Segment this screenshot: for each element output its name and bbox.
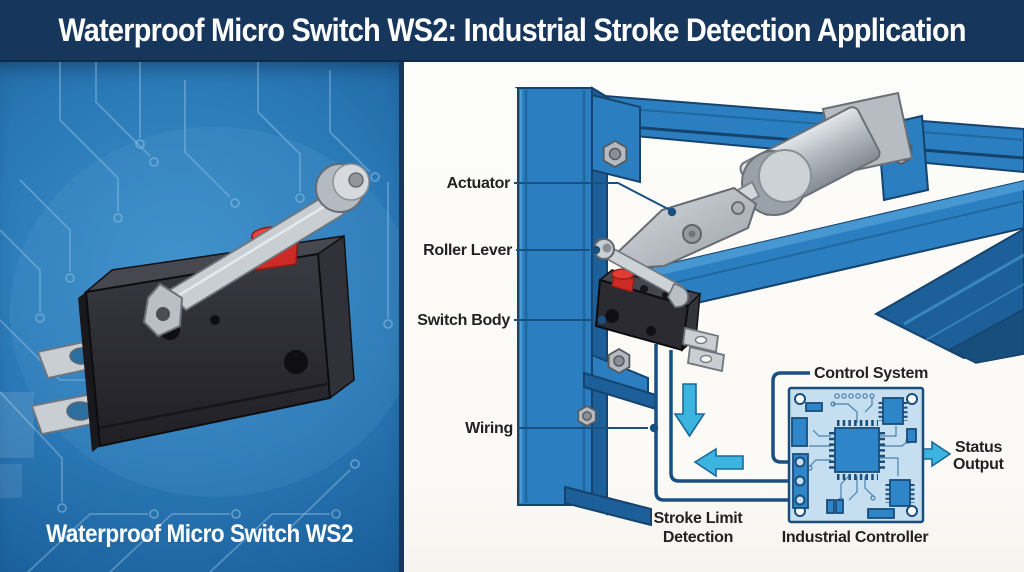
roller-lever-arm xyxy=(142,163,370,338)
label-status-output-1: Status xyxy=(955,439,1003,456)
roller-wheel xyxy=(315,163,370,213)
limit-switch xyxy=(593,238,725,373)
label-control-system: Control System xyxy=(814,365,928,382)
title-bar: Waterproof Micro Switch WS2: Industrial … xyxy=(0,0,1024,62)
board-hole xyxy=(906,393,918,405)
column-base xyxy=(564,485,652,527)
label-industrial-controller: Industrial Controller xyxy=(782,529,929,546)
switch-roller-lever xyxy=(593,238,689,308)
label-stroke-limit-2: Detection xyxy=(663,529,733,546)
flow-arrows xyxy=(673,383,952,478)
application-panel: Actuator Roller Lever Switch Body Wiring… xyxy=(404,62,1024,572)
switch-body-box xyxy=(594,278,690,352)
label-status-output-2: Output xyxy=(953,456,1005,473)
hex-nut xyxy=(577,405,597,427)
product-caption: Waterproof Micro Switch WS2 xyxy=(45,520,354,548)
switch-wiring xyxy=(654,344,810,502)
panel-divider xyxy=(399,62,404,572)
mounting-hole xyxy=(284,350,308,374)
diagram-labels: Actuator Roller Lever Switch Body Wiring… xyxy=(417,175,1005,546)
label-roller-lever: Roller Lever xyxy=(423,242,512,259)
board-hole xyxy=(794,393,806,405)
column xyxy=(517,87,593,506)
micro-switch-render xyxy=(30,163,370,452)
corner-rail xyxy=(873,227,1024,360)
mcu-chip xyxy=(829,420,885,480)
label-stroke-limit-1: Stroke Limit xyxy=(654,510,744,527)
switch-terminals xyxy=(682,326,725,373)
actuator-assembly xyxy=(614,91,930,270)
board-hole xyxy=(906,505,918,517)
ic-chip xyxy=(885,479,915,507)
product-panel: Waterproof Micro Switch WS2 xyxy=(0,62,399,572)
leader-lines xyxy=(514,182,677,433)
pcb-traces xyxy=(807,393,911,503)
down-arrow xyxy=(673,383,706,438)
board-connector xyxy=(791,417,808,447)
left-arrow xyxy=(693,447,744,478)
product-illustration xyxy=(0,62,399,572)
hex-nut xyxy=(607,347,631,375)
control-system-wire xyxy=(771,371,810,464)
circuit-pattern xyxy=(0,62,393,572)
page-title: Waterproof Micro Switch WS2: Industrial … xyxy=(58,11,966,48)
terminal-pin xyxy=(794,494,806,506)
label-wiring: Wiring xyxy=(465,420,513,437)
terminal-pin xyxy=(794,475,806,487)
terminal-pin xyxy=(794,456,806,468)
controller-board xyxy=(787,386,925,524)
joint-plate xyxy=(591,93,641,184)
ic-chip xyxy=(878,397,908,425)
label-switch-body: Switch Body xyxy=(417,312,510,329)
label-actuator: Actuator xyxy=(447,175,510,192)
hex-nut xyxy=(602,139,628,169)
application-diagram: Actuator Roller Lever Switch Body Wiring… xyxy=(417,86,1024,546)
